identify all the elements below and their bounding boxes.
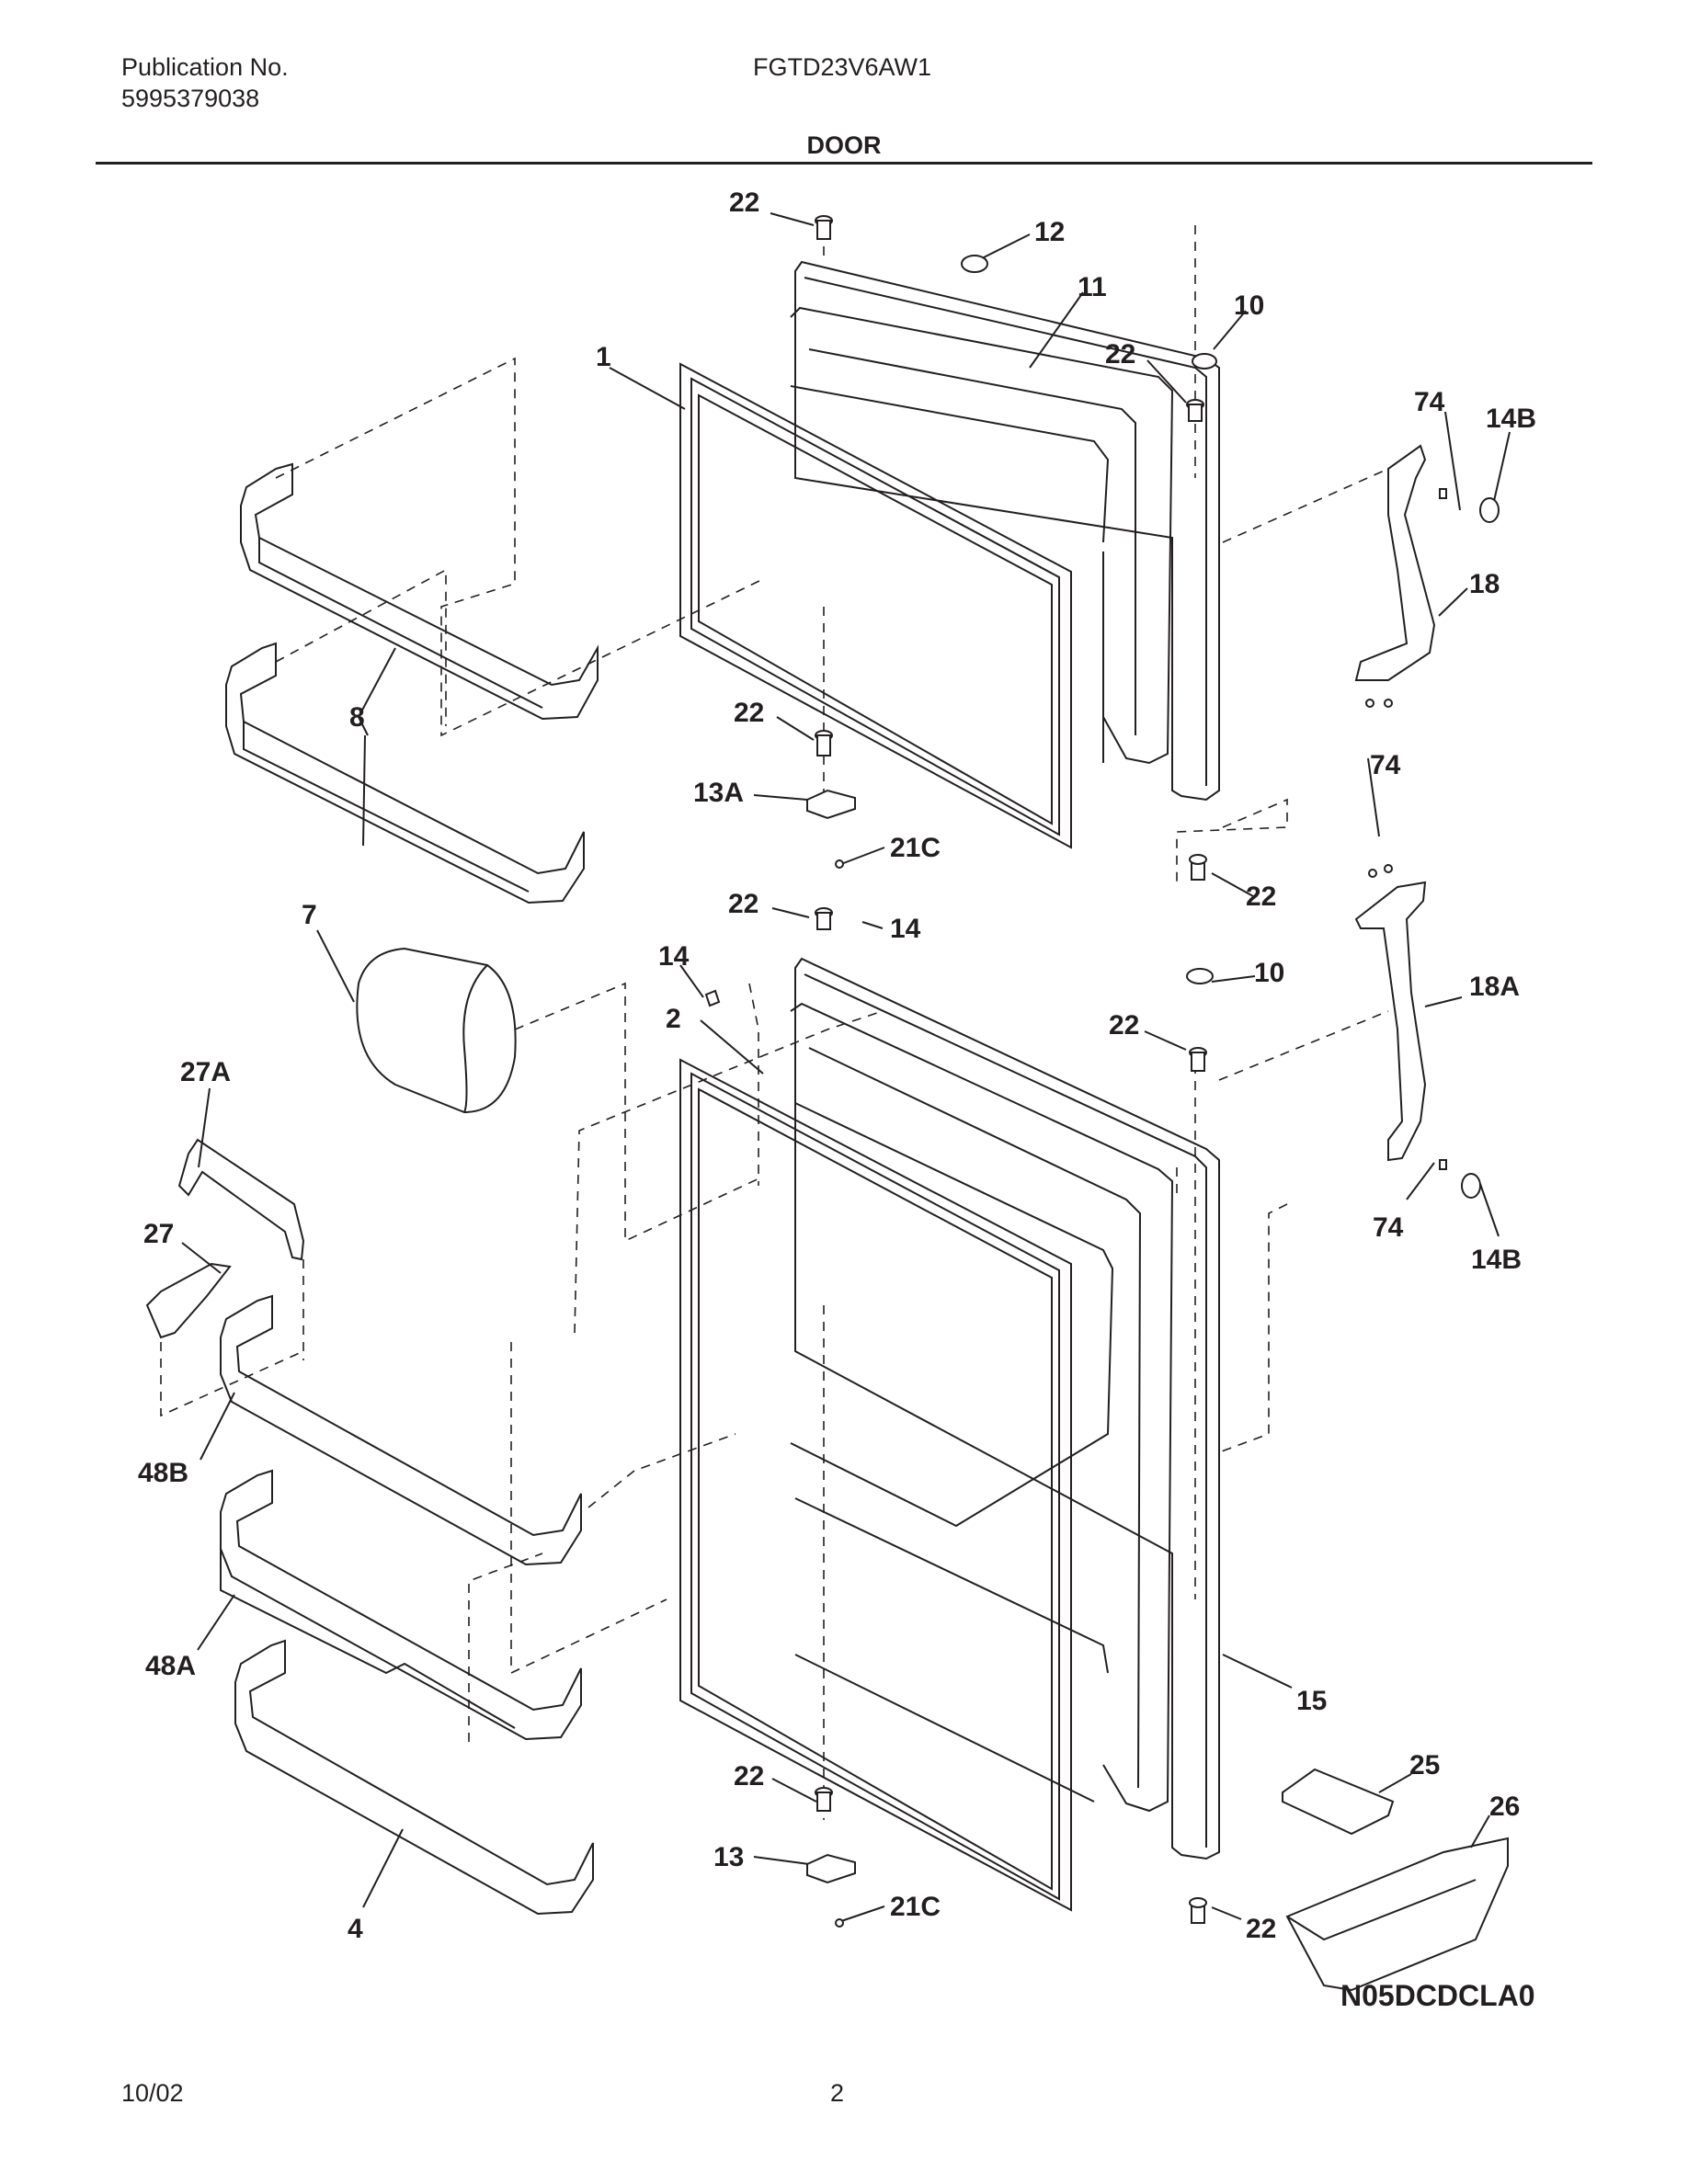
model-number: FGTD23V6AW1: [753, 53, 932, 81]
callout-22-freezer-hinge: 22: [1105, 339, 1135, 370]
hardware: [704, 215, 1500, 1928]
fresh-food-handle: [1354, 881, 1427, 1162]
diagram-code: N05DCDCLA0: [1340, 1979, 1535, 2012]
callout-labels: 22 12 11 10 22 74 14B 1 18 8 22 13A 21C …: [138, 188, 1536, 1944]
publication-label: Publication No.: [121, 53, 289, 81]
callout-13A: 13A: [693, 778, 744, 808]
callout-22-fresh-bottom: 22: [734, 1761, 764, 1792]
page-number: 2: [830, 2079, 845, 2107]
callout-74-fresh: 74: [1373, 1212, 1404, 1243]
callout-10-freezer: 10: [1234, 290, 1264, 321]
fresh-food-door-panel: [790, 957, 1220, 1860]
callout-12: 12: [1034, 217, 1065, 247]
callout-7: 7: [302, 900, 317, 930]
callout-11: 11: [1078, 272, 1107, 302]
callout-48B: 48B: [138, 1458, 188, 1488]
callout-18A: 18A: [1469, 972, 1520, 1002]
callout-14-left: 14: [658, 941, 690, 972]
callout-22-freezer-side: 22: [1246, 882, 1276, 912]
callout-26: 26: [1489, 1792, 1520, 1822]
crisper-bin: [1285, 1837, 1509, 1992]
freezer-door-panel: [790, 260, 1220, 802]
callout-10-fresh: 10: [1254, 958, 1284, 988]
fresh-food-door-gasket: [679, 1058, 1072, 1912]
header-rule: [96, 162, 1592, 165]
callout-21C-lower: 21C: [890, 1892, 941, 1922]
callout-8: 8: [349, 702, 365, 733]
callout-18: 18: [1469, 569, 1500, 599]
callout-2: 2: [666, 1004, 681, 1034]
callout-1: 1: [596, 342, 611, 372]
callout-48A: 48A: [145, 1651, 196, 1681]
publication-number: 5995379038: [121, 85, 260, 112]
butter-tray: [1282, 1768, 1395, 1836]
assembly-lines: [160, 225, 1389, 1820]
callout-22-freezer-top: 22: [729, 188, 759, 218]
callout-22-fresh-hinge: 22: [1109, 1010, 1139, 1041]
callout-14B-freezer: 14B: [1486, 404, 1536, 434]
callout-27: 27: [143, 1219, 174, 1249]
callout-22-fresh-top: 22: [728, 889, 758, 919]
callout-14-right: 14: [890, 914, 921, 944]
freezer-handle: [1354, 444, 1436, 681]
section-title: DOOR: [806, 131, 882, 159]
footer-date: 10/02: [121, 2079, 184, 2107]
door-shelf-48B: [220, 1294, 582, 1566]
callout-27A: 27A: [180, 1057, 231, 1087]
callout-74-freezer-bottom: 74: [1370, 750, 1401, 780]
callout-13: 13: [713, 1842, 744, 1872]
callout-14B-fresh: 14B: [1471, 1245, 1522, 1275]
callout-15: 15: [1296, 1686, 1327, 1716]
callout-74-freezer-top: 74: [1414, 387, 1445, 417]
leader-lines: [181, 212, 1511, 1922]
dairy-door: [356, 947, 517, 1114]
freezer-door-gasket: [679, 362, 1072, 849]
freezer-shelf-lower: [225, 642, 585, 904]
callout-21C-upper: 21C: [890, 833, 941, 863]
callout-4: 4: [348, 1914, 363, 1944]
callout-22-freezer-bottom: 22: [734, 698, 764, 728]
freezer-shelf-upper: [240, 462, 599, 721]
dairy-handle: [177, 1138, 305, 1261]
door-shelf-4: [234, 1639, 594, 1916]
trim-cover: [145, 1262, 232, 1339]
door-shelf-48A: [220, 1469, 582, 1741]
callout-22-fresh-side: 22: [1246, 1914, 1276, 1944]
callout-25: 25: [1409, 1750, 1440, 1780]
